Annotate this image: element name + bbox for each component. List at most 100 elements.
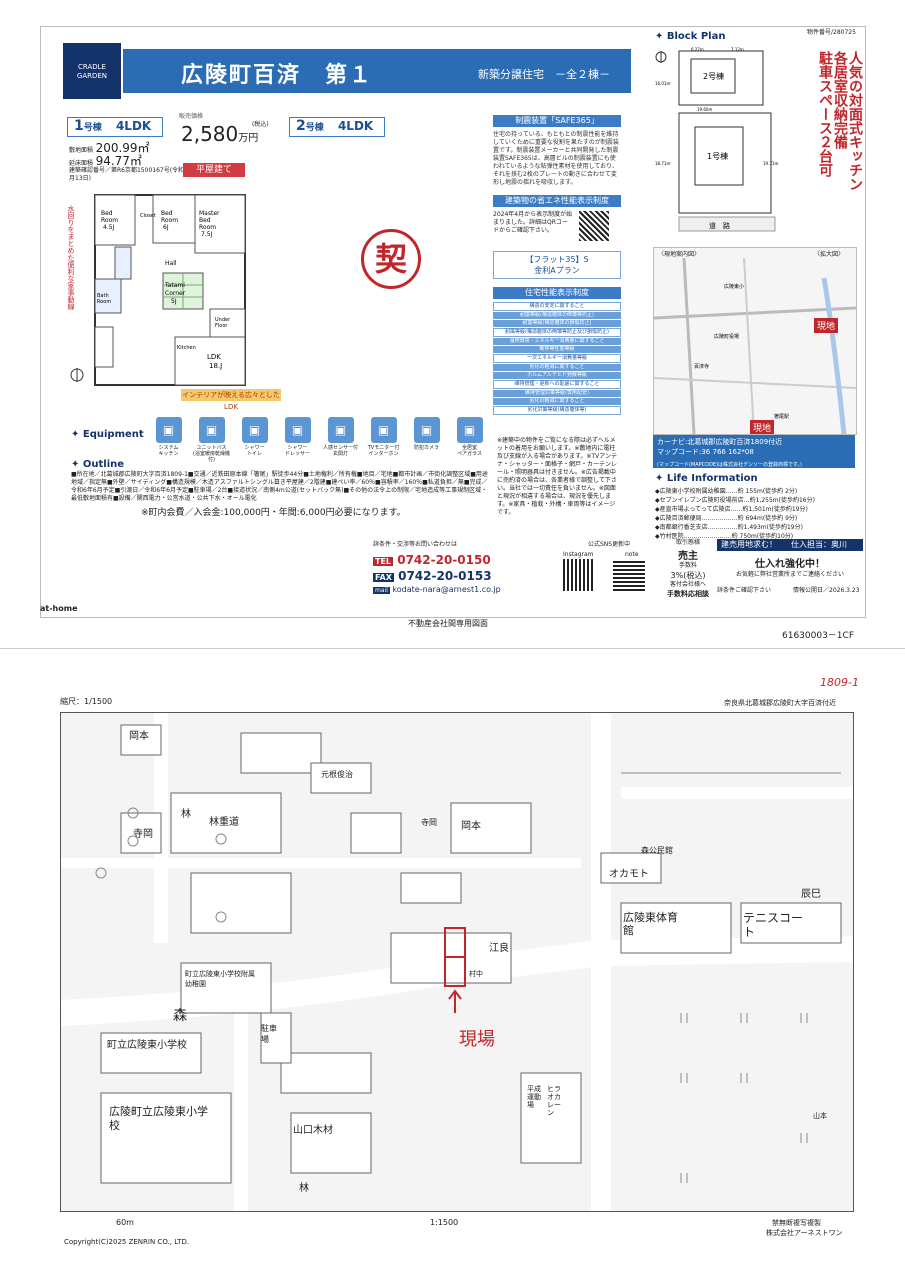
property-flyer: CRADLE GARDEN 広陵町百済 第１ 新築分譲住宅 －全２棟－ 1号棟 … xyxy=(40,26,866,618)
svg-text:広陵町役場: 広陵町役場 xyxy=(714,333,739,340)
equipment-label: 人感センサー付 玄関灯 xyxy=(322,445,358,457)
energy-title: 建築物の省エネ性能表示制度 xyxy=(493,195,621,207)
svg-text:Closet: Closet xyxy=(140,213,156,219)
note-qr-icon[interactable] xyxy=(613,559,645,591)
unit1-badge: 1号棟 4LDK xyxy=(67,117,163,137)
equipment-row: ▣システム キッチン▣ユニットバス (浴室暖房乾燥機付)▣シャワー トイレ▣シャ… xyxy=(149,417,489,467)
mapcode-text: マップコード:36 766 162*08 xyxy=(657,448,754,456)
svg-text:Bed: Bed xyxy=(199,217,211,224)
brand-logo: CRADLE GARDEN xyxy=(63,43,121,99)
block-unit1: 1号棟 xyxy=(707,151,728,161)
interior-note: インテリアが映える広々としたLDK xyxy=(181,389,281,411)
handwritten-lot: 1809-1 xyxy=(820,676,859,689)
no-copy-note: 禁無断複写複製 xyxy=(772,1219,821,1227)
map-scale: 縮尺：1/1500 xyxy=(60,697,113,706)
intercom-icon: ▣ xyxy=(370,417,397,443)
svg-text:19.71m: 19.71m xyxy=(763,161,778,166)
window-icon: ▣ xyxy=(456,417,483,443)
equipment-item: ▣ 全居室 ペアガラス xyxy=(450,417,489,467)
perf-title: 住宅性能表示制度 xyxy=(493,287,621,299)
safe-title: 制震装置「SAFE365」 xyxy=(493,115,621,127)
perf-item: 劣化の軽減に関すること xyxy=(493,398,621,405)
svg-text:6.27m: 6.27m xyxy=(691,47,704,52)
price-tax: (税込) xyxy=(252,121,269,128)
life-item: ◆竹村医院……………………約 750m(徒歩約10分) xyxy=(655,533,794,540)
flat35-sub: 金利Aプラン xyxy=(534,266,580,275)
floor-area: 延床面積 94.77㎡ xyxy=(69,154,142,168)
life-title: ✦ Life Information xyxy=(655,473,758,484)
equipment-label: シャワー トイレ xyxy=(244,445,265,457)
headline: 人気の対面式キッチン 各居室収納完備 駐車スペース２台可 xyxy=(817,51,863,191)
block-road: 道 路 xyxy=(709,221,730,230)
map-label-hiraoka: ヒラオカレーン xyxy=(547,1085,561,1117)
map-roads xyxy=(61,713,853,1211)
equipment-item: ▣シャワー トイレ xyxy=(235,417,274,467)
block-plan-title: ✦ Block Plan xyxy=(655,31,726,42)
equipment-label: システム キッチン xyxy=(158,445,179,457)
map-label-okamoto: 岡本 xyxy=(129,731,149,742)
instagram-qr-icon[interactable] xyxy=(563,559,595,591)
svg-text:Hall: Hall xyxy=(165,260,177,267)
svg-text:Bed: Bed xyxy=(161,210,173,217)
equipment-item: ▣ユニットバス (浴室暖房乾燥機付) xyxy=(192,417,231,467)
svg-text:Bed: Bed xyxy=(101,210,113,217)
site-marker-2: 現地 xyxy=(750,420,775,434)
life-list: ◆広陵東小学校附属幼稚園……約 155m(徒歩約 2分)◆セブンイレブン広陵町役… xyxy=(655,487,855,541)
svg-text:7.5J: 7.5J xyxy=(201,231,213,238)
area-map-label: 〈現地案内図〉 xyxy=(658,251,701,258)
perf-list: 構造の安定に関すること耐震等級(構造躯体の倒壊等防止)耐震等級(構造躯体の損傷防… xyxy=(493,302,621,415)
navi-band: カーナビ:北葛城郡広陵町百済1809付近 マップコード:36 766 162*0… xyxy=(653,435,855,461)
perf-item: 耐震等級(構造躯体の倒壊等防止) xyxy=(493,312,621,319)
map-label-kominkan: 森公民館 xyxy=(641,846,673,855)
title-band: 広陵町百済 第１ 新築分譲住宅 －全２棟－ xyxy=(123,49,631,93)
map-label-okamoto2: 岡本 xyxy=(461,821,481,832)
life-item: ◆広陵百済郵便局………………約 694m(徒歩約 9分) xyxy=(655,515,798,522)
equipment-item: ▣システム キッチン xyxy=(149,417,188,467)
zoom-label: 〈拡大図〉 xyxy=(814,251,845,258)
svg-text:19.60m: 19.60m xyxy=(697,107,712,112)
svg-text:箸尾駅: 箸尾駅 xyxy=(774,413,789,420)
note-label: note xyxy=(625,551,639,558)
flyer-code: 61630003－1CF xyxy=(782,631,854,641)
scale-bar-label: 60m xyxy=(116,1218,134,1227)
svg-text:6J: 6J xyxy=(163,224,169,231)
mail-line[interactable]: mail kodate-nara@arnest1.co.jp xyxy=(373,585,501,594)
equipment-label: 全居室 ペアガラス xyxy=(457,445,482,457)
svg-text:Tatami: Tatami xyxy=(164,282,185,289)
page-subtitle: 新築分譲住宅 －全２棟－ xyxy=(478,68,610,81)
map-label-tennis: テニスコート xyxy=(743,911,804,939)
map-label-yamamoto: 山本 xyxy=(813,1112,827,1120)
logo-line1: CRADLE xyxy=(78,63,106,71)
strengthen-title: 仕入れ強化中！ xyxy=(755,559,825,570)
map-label-school: 町立広陵東小学校 xyxy=(107,1040,187,1051)
map-label-okamoto-store: オカモト xyxy=(609,869,649,880)
equipment-label: シャワー ドレッサー xyxy=(284,445,310,457)
map-label-muranaka: 村中 xyxy=(469,970,483,978)
camera-icon: ▣ xyxy=(413,417,440,443)
wanted-band: 建売用地求む！仕入担当：奥川 xyxy=(717,539,863,551)
land-area: 敷地面積 200.99㎡ xyxy=(69,141,150,155)
equipment-label: 防犯カメラ xyxy=(413,445,439,451)
map-label-gym: 広陵東体育館 xyxy=(623,911,678,937)
tel-line[interactable]: TEL 0742-20-0150 xyxy=(373,553,491,567)
svg-text:Bath: Bath xyxy=(97,293,109,299)
perf-item: 耐風等級(構造躯体の倒壊等防止及び損傷防止) xyxy=(493,328,621,337)
equipment-item: ▣ 防犯カメラ xyxy=(407,417,446,467)
perf-item: 維持管理対策等級(専用配管) xyxy=(493,390,621,397)
perf-item: 温熱環境・エネルギー消費量に関すること xyxy=(493,338,621,345)
right-panel: ✦ Block Plan 物件番号/280725 2号棟 1号棟 道 路 6.2… xyxy=(639,27,865,617)
page-divider xyxy=(0,648,905,649)
svg-text:Master: Master xyxy=(199,210,220,217)
energy-qr-icon[interactable] xyxy=(579,211,609,241)
map-label-teraoka: 寺岡 xyxy=(133,829,153,840)
company-name: 株式会社アーネストワン xyxy=(766,1229,843,1237)
scale-ratio: 1:1500 xyxy=(430,1218,459,1227)
zenrin-map: 岡本 元根俊治 寺岡 林 林重道 寺岡 岡本 森公民館 オカモト 辰巳 広陵東体… xyxy=(60,712,854,1212)
svg-text:LDK: LDK xyxy=(207,353,221,361)
equipment-item: ▣TVモニター付 インターホン xyxy=(364,417,403,467)
navi-text: カーナビ:北葛城郡広陵町百済1809付近 xyxy=(657,438,783,446)
handwritten-site: 現場 xyxy=(459,1029,495,1050)
map-label-tatsumi: 辰巳 xyxy=(801,889,821,900)
svg-text:百済寺: 百済寺 xyxy=(694,363,709,370)
